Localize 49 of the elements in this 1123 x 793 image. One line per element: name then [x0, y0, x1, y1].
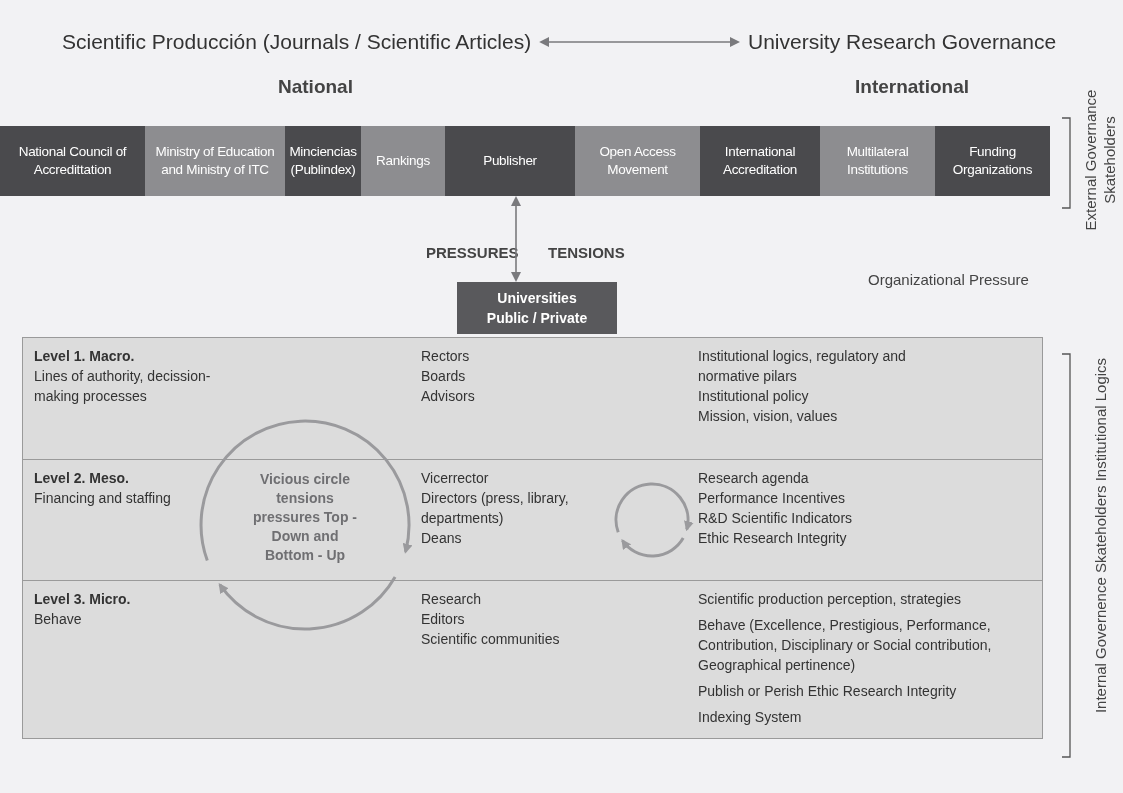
stakeholder-box: Publisher	[445, 126, 575, 196]
note-text: Organizational Pressure	[868, 271, 1029, 288]
cycle-caption: Vicious circle tensions pressures Top - Down and Bottom - Up	[252, 470, 358, 565]
level-description: Behave	[34, 610, 83, 629]
double-arrow	[539, 37, 740, 47]
stakeholder-box: Open Access Movement	[575, 126, 700, 196]
title-text: University Research Governance	[748, 30, 1057, 54]
actor-item: Vicerrector	[421, 469, 490, 488]
logic-item: Scientific production perception, strategies	[698, 590, 963, 609]
university-box: Universities Public / Private	[457, 282, 617, 334]
logic-item: Indexing System	[698, 708, 803, 727]
logic-item: Behave (Excellence, Prestigious, Performance, Contribution, Disciplinary or Social contribution, Geographical pertinence)	[698, 616, 993, 675]
actor-item: Editors	[421, 610, 466, 629]
stakeholder-group-label: External Governance Skateholders	[1081, 88, 1119, 233]
level-heading: Level 1. Macro.	[34, 347, 136, 366]
actor-item: Boards	[421, 367, 467, 386]
stakeholder-box: Ministry of Education and Ministry of ITC	[145, 126, 285, 196]
stakeholder-box: Multilateral Institutions	[820, 126, 935, 196]
actor-item: Scientific communities	[421, 630, 561, 649]
logic-item: Performance Incentives	[698, 489, 847, 508]
logic-item: Research agenda	[698, 469, 810, 488]
actor-item: Deans	[421, 529, 463, 548]
stakeholder-box: Minciencias (Publindex)	[285, 126, 361, 196]
logic-item: Mission, vision, values	[698, 407, 839, 426]
stakeholder-box: Rankings	[361, 126, 445, 196]
actor-item: Advisors	[421, 387, 476, 406]
stakeholder-group-label: Internal Governence Skateholders Institutional Logics	[1090, 356, 1110, 716]
title-text: Scientific Producción (Journals / Scientific Articles)	[62, 30, 532, 54]
actor-item: Rectors	[421, 347, 471, 366]
logic-item: Publish or Perish Ethic Research Integrity	[698, 682, 958, 701]
logic-item: R&D Scientific Indicators	[698, 509, 854, 528]
actor-item: Directors (press, library, departments)	[421, 489, 570, 528]
stakeholder-box: National Council of Accredittation	[0, 126, 145, 196]
actor-item: Research	[421, 590, 482, 609]
level-heading: Level 2. Meso.	[34, 469, 130, 488]
logic-item: Institutional policy	[698, 387, 810, 406]
levels-panel	[22, 337, 1043, 739]
region-heading: International	[855, 76, 969, 98]
double-arrow	[511, 196, 521, 282]
level-description: Financing and staffing	[34, 489, 172, 508]
stakeholder-box: International Accreditation	[700, 126, 820, 196]
region-heading: National	[278, 76, 353, 98]
pressure-label: TENSIONS	[548, 244, 625, 261]
stakeholder-box: Funding Organizations	[935, 126, 1050, 196]
logic-item: Institutional logics, regulatory and normative pilars	[698, 347, 907, 386]
pressure-label: PRESSURES	[426, 244, 519, 261]
logic-item: Ethic Research Integrity	[698, 529, 848, 548]
level-description: Lines of authority, decission-making processes	[34, 367, 212, 406]
level-heading: Level 3. Micro.	[34, 590, 132, 609]
